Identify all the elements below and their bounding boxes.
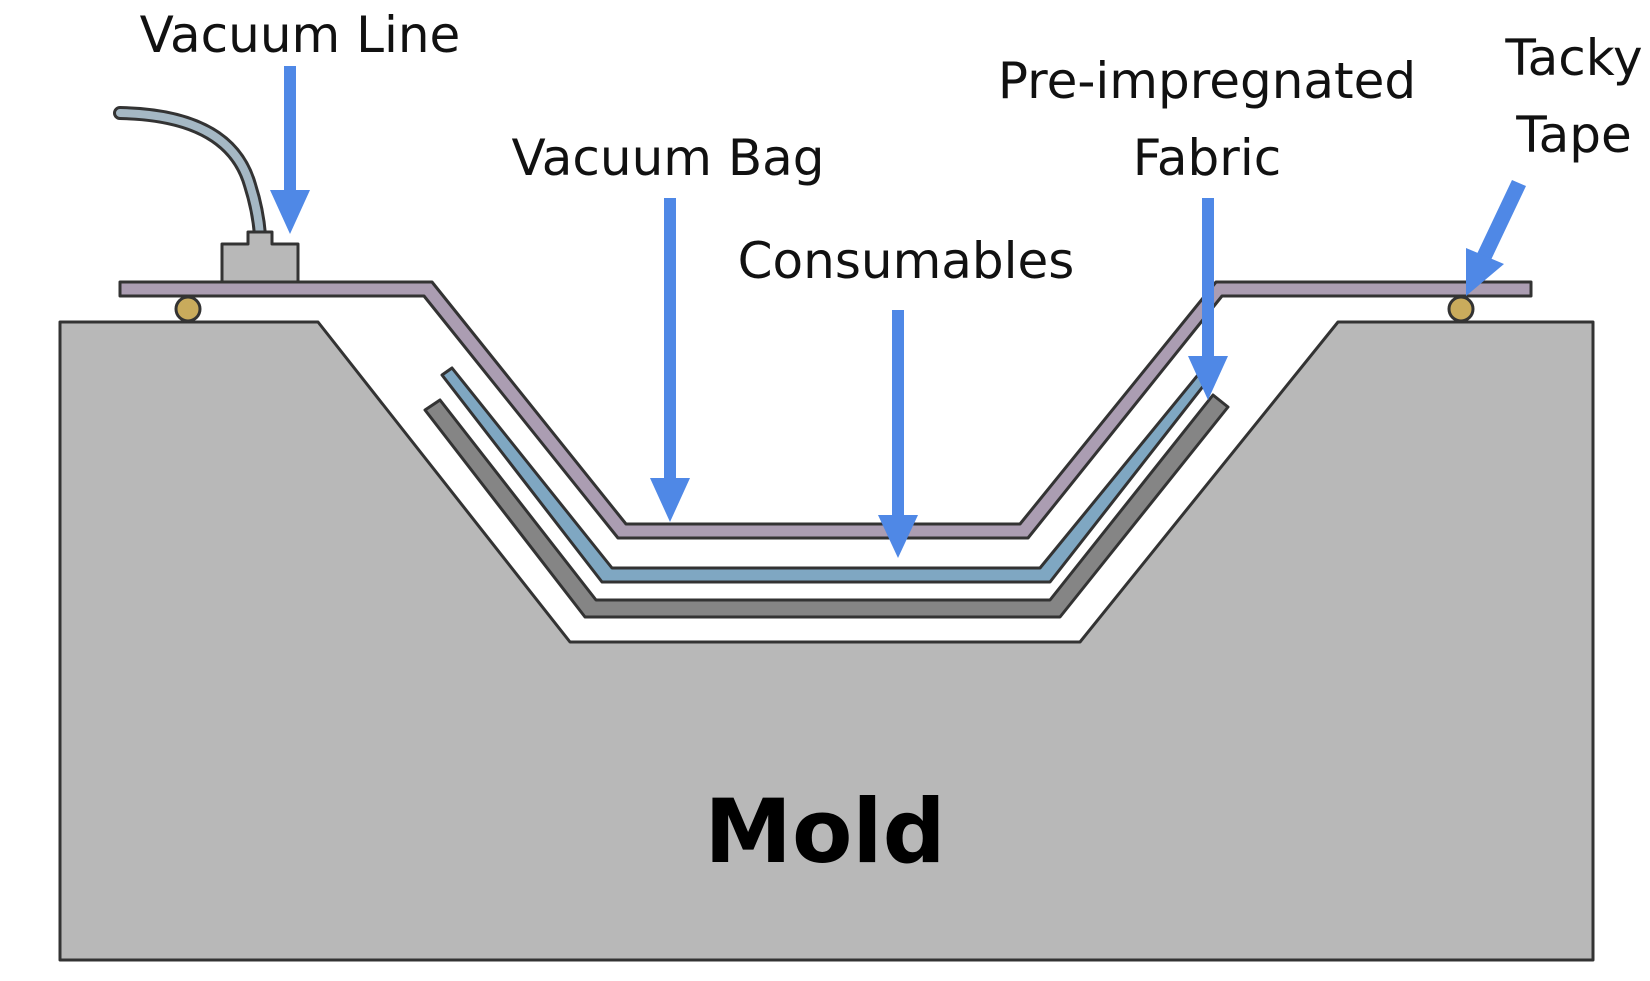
vacuum-bag-layer xyxy=(118,280,1533,540)
vacuum-hose xyxy=(113,106,267,242)
tacky-tape-left xyxy=(174,295,202,323)
mold-body xyxy=(58,320,1595,962)
label-prepreg-line1: Pre-impregnated xyxy=(998,52,1416,110)
label-tacky-line2: Tape xyxy=(1515,106,1631,164)
arrow-tacky-tape xyxy=(1466,180,1526,296)
arrow-vacuum-line xyxy=(270,66,310,234)
label-tacky-line1: Tacky xyxy=(1504,29,1642,87)
arrow-prepreg-fabric xyxy=(1188,198,1228,400)
label-prepreg-line2: Fabric xyxy=(1133,129,1282,187)
vacuum-hose-fill xyxy=(116,109,264,239)
arrow-vacuum-bag xyxy=(650,198,690,522)
label-vacuum-bag: Vacuum Bag xyxy=(511,129,824,187)
arrow-consumables xyxy=(878,310,918,558)
vacuum-port xyxy=(220,230,300,284)
label-vacuum-line: Vacuum Line xyxy=(140,6,461,64)
label-consumables: Consumables xyxy=(738,232,1075,290)
label-mold: Mold xyxy=(704,780,945,883)
tacky-tape-right xyxy=(1447,295,1475,323)
prepreg-fabric-layer xyxy=(423,393,1230,619)
